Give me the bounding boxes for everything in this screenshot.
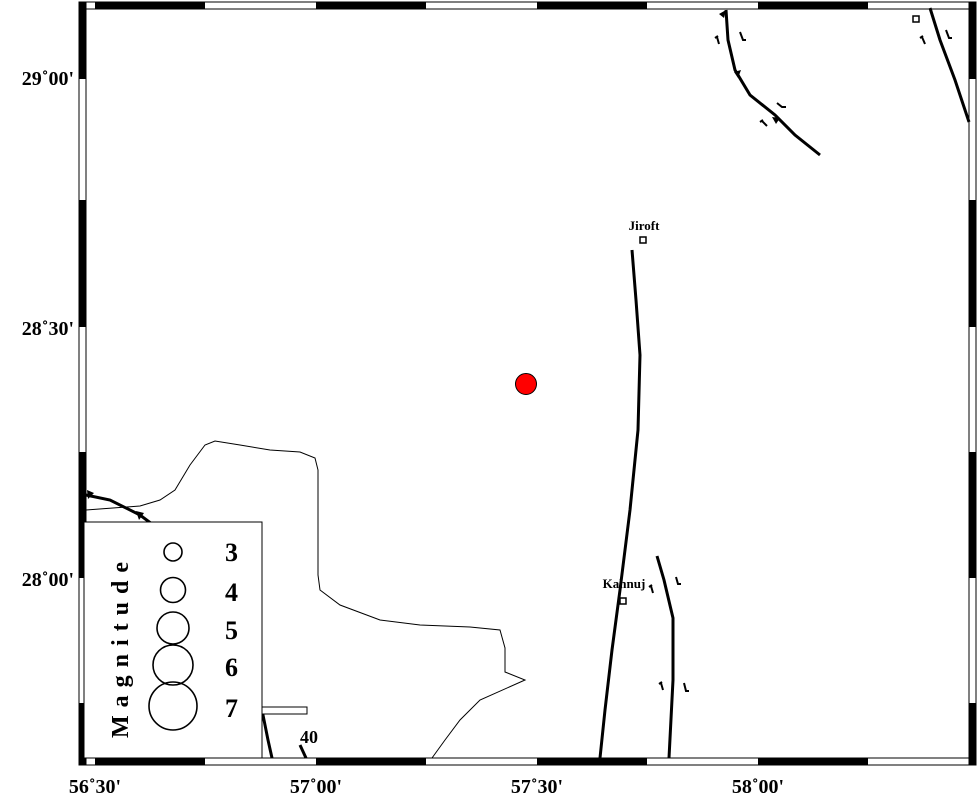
legend-circle-5: [156, 611, 190, 645]
longitude-label: 56˚30': [69, 776, 121, 798]
fault-lines: [85, 7, 971, 759]
city-kahnuj: Kahnuj: [603, 576, 646, 605]
longitude-label: 58˚00': [732, 776, 784, 798]
longitude-labels: 56˚30' 57˚00' 57˚30' 58˚00': [69, 776, 784, 798]
city-label: Jiroft: [629, 218, 660, 233]
longitude-label: 57˚00': [290, 776, 342, 798]
legend-magnitude-label: 5: [225, 616, 238, 645]
legend-circle-3: [163, 542, 183, 562]
fault-southwest-short: [260, 709, 274, 759]
fault-kahnuj-east: [655, 555, 675, 759]
latitude-label: 28˚00': [22, 569, 74, 591]
city-marker-icon: [912, 15, 920, 23]
latitude-label: 29˚00': [22, 68, 74, 90]
latitude-label: 28˚30': [22, 318, 74, 340]
latitude-labels: 29˚00' 28˚30' 28˚00': [22, 68, 74, 591]
legend-magnitude-label: 3: [225, 538, 238, 567]
city-jiroft: Jiroft: [629, 218, 660, 244]
city-northeast: [912, 15, 920, 23]
legend-magnitude-label: 4: [225, 578, 238, 607]
legend-title: Magnitude: [108, 554, 134, 738]
legend-circle-6: [152, 644, 194, 686]
legend-circle-7: [148, 681, 198, 731]
city-marker-icon: [619, 597, 627, 605]
fault-jiroft: [598, 249, 642, 759]
scale-bar-label: 40: [300, 727, 318, 747]
city-marker-icon: [639, 236, 647, 244]
legend-circle-4: [159, 576, 187, 604]
legend-magnitude-label: 6: [225, 653, 238, 682]
legend-magnitude-label: 7: [225, 694, 238, 723]
fault-northeast: [724, 9, 821, 157]
fault-slip-symbols: [87, 10, 952, 692]
longitude-label: 57˚30': [511, 776, 563, 798]
city-label: Kahnuj: [603, 576, 646, 591]
fault-far-northeast: [928, 7, 971, 123]
fault-scale-stub: [298, 744, 308, 759]
earthquake-epicenter[interactable]: [515, 373, 537, 395]
coastline-boundary: [85, 440, 527, 759]
magnitude-legend: Magnitude 3 4 5 6 7: [83, 521, 263, 759]
